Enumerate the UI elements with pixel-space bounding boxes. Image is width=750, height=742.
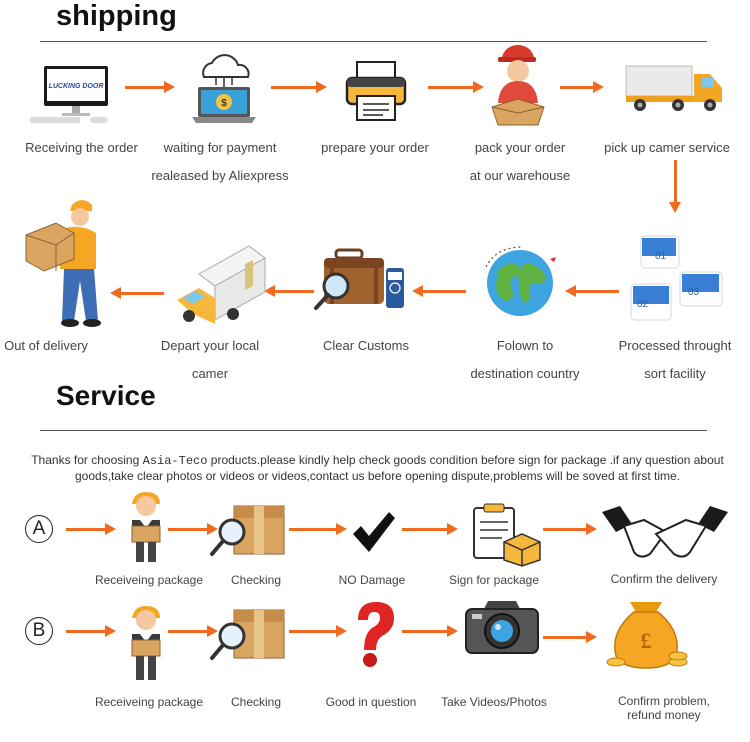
camera-icon [465,601,539,654]
step-waiting-payment-label: waiting for payment [163,140,277,155]
arrow-1 [125,81,175,93]
row-a-arrow-3 [289,523,347,535]
arrow-4 [560,81,604,93]
box-magnifier-icon [210,609,285,660]
step-flown-label: Folown to [496,338,554,353]
numbered-folders-icon: 01 03 02 [630,235,723,321]
row-b-good-question-label: Good in question [325,695,417,709]
shipping-divider [40,41,707,42]
service-divider [40,430,707,431]
man-holding-box-icon [131,606,161,680]
row-b-arrow-1 [66,625,116,637]
row-b-confirm-label-2: refund money [627,708,701,722]
step-depart-label-2: camer [191,366,229,381]
courier-icon [25,200,101,327]
clipboard-box-icon [473,503,541,567]
brand-name: Asia-Teco [142,454,208,468]
service-note-line2: goods,take clear photos or videos or vid… [75,469,680,483]
arrow-9 [110,287,164,299]
service-note: Thanks for choosing Asia-Teco products.p… [20,453,735,484]
service-title: Service [56,380,156,411]
row-a-marker: A [25,515,53,543]
svg-text:$: $ [221,98,227,109]
row-a-checking-label: Checking [230,573,282,587]
question-mark-icon [358,602,394,667]
step-out-delivery-label: Out of delivery [4,338,88,353]
delivery-truck-icon [177,245,266,324]
packing-worker-icon [491,45,545,126]
row-a-arrow-5 [543,523,597,535]
step-waiting-payment-label-2: realeased by Aliexpress [151,168,289,183]
service-note-part2: products.please kindly help check goods … [210,453,724,467]
step-prepare-order-label: prepare your order [321,140,429,155]
row-a-confirm-label: Confirm the delivery [610,572,718,586]
svg-text:£: £ [641,628,652,653]
arrow-6 [565,285,619,297]
row-b-marker: B [25,617,53,645]
row-b-receiving-label: Receiveing package [94,695,204,709]
row-b-checking-label: Checking [230,695,282,709]
computer-screen-text: LUCKING DOOR [49,83,104,90]
arrow-2 [271,81,327,93]
globe-icon [485,246,556,316]
truck-icon [625,65,722,111]
step-clear-customs-label: Clear Customs [323,338,409,353]
step-pack-order-label: pack your order [474,140,566,155]
row-b-confirm-label: Confirm problem, [617,694,711,708]
row-a-receiving-label: Receiveing package [94,573,204,587]
step-flown-label-2: destination country [470,366,580,381]
step-pickup-service-label: pick up camer service [604,140,730,155]
step-receiving-order-label: Receiving the order [25,140,138,155]
row-b-arrow-4 [402,625,458,637]
handshake-icon [602,506,728,558]
folder-number-03: 03 [688,287,700,298]
row-a-arrow-2 [168,523,218,535]
service-note-part1: Thanks for choosing [31,453,140,467]
checkmark-icon [353,512,395,552]
step-depart-label: Depart your local [160,338,260,353]
row-b-arrow-2 [168,625,218,637]
row-b-take-videos-label: Take Videos/Photos [441,695,547,709]
computer-icon: LUCKING DOOR [30,66,108,123]
arrow-7 [412,285,466,297]
arrow-5-down [669,160,681,213]
money-bag-icon: £ [606,602,688,669]
suitcase-magnifier-icon [314,248,404,310]
printer-icon [345,61,407,121]
row-a-arrow-4 [402,523,458,535]
man-holding-box-icon [131,492,161,562]
folder-number-01: 01 [655,251,667,262]
row-a-no-damage-label: NO Damage [338,573,406,587]
step-processed-label: Processed throught [618,338,732,353]
folder-number-02: 02 [637,299,649,310]
row-a-arrow-1 [66,523,116,535]
row-a-sign-label: Sign for package [448,573,540,587]
step-processed-label-2: sort facility [644,366,706,381]
arrow-8 [264,285,314,297]
box-magnifier-icon [210,505,285,556]
row-b-arrow-5 [543,631,597,643]
row-b-arrow-3 [289,625,347,637]
arrow-3 [428,81,484,93]
shipping-title: shipping [56,0,177,32]
cloud-payment-laptop-icon: $ [192,54,256,123]
step-pack-order-label-2: at our warehouse [469,168,571,183]
